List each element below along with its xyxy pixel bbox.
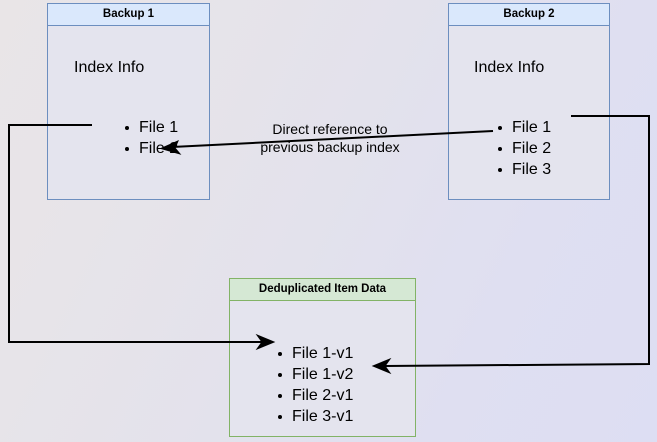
list-item: File 1 <box>495 117 551 138</box>
deduplicated-item-data-body: File 1-v1 File 1-v2 File 2-v1 File 3-v1 <box>230 301 415 436</box>
backup-2-box[interactable]: Backup 2 Index Info File 1 File 2 File 3 <box>448 3 610 200</box>
backup-2-index-info-label: Index Info <box>474 59 545 76</box>
backup-1-index-info-label: Index Info <box>74 59 145 76</box>
backup-2-file-list: File 1 File 2 File 3 <box>495 117 551 180</box>
deduplicated-file-list: File 1-v1 File 1-v2 File 2-v1 File 3-v1 <box>275 343 353 427</box>
list-item: File 2 <box>122 138 178 159</box>
list-item: File 1-v1 <box>275 343 353 364</box>
backup-1-file-list: File 1 File 2 <box>122 117 178 159</box>
backup-1-box[interactable]: Backup 1 Index Info File 1 File 2 <box>47 3 210 200</box>
direct-reference-label: Direct reference to previous backup inde… <box>260 121 400 155</box>
list-item: File 1-v2 <box>275 364 353 385</box>
backup-2-body: Index Info File 1 File 2 File 3 <box>449 26 609 199</box>
deduplicated-item-data-box[interactable]: Deduplicated Item Data File 1-v1 File 1-… <box>229 278 416 437</box>
list-item: File 3-v1 <box>275 406 353 427</box>
list-item: File 2 <box>495 138 551 159</box>
list-item: File 2-v1 <box>275 385 353 406</box>
backup-1-title: Backup 1 <box>48 4 209 26</box>
backup-1-body: Index Info File 1 File 2 <box>48 26 209 199</box>
deduplicated-item-data-title: Deduplicated Item Data <box>230 279 415 301</box>
backup-2-title: Backup 2 <box>449 4 609 26</box>
list-item: File 3 <box>495 159 551 180</box>
list-item: File 1 <box>122 117 178 138</box>
